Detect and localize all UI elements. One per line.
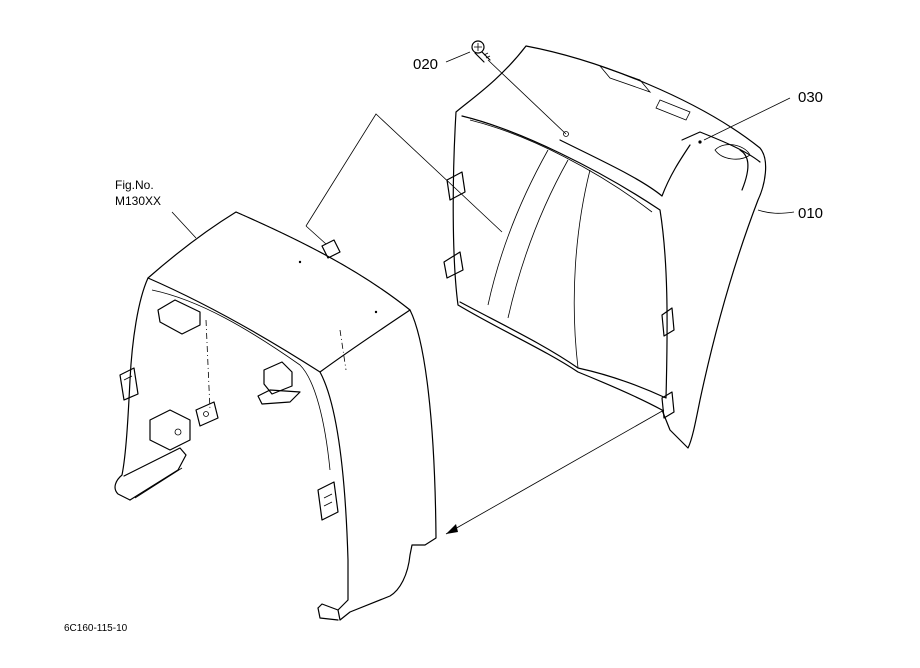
callout-020: 020 (413, 56, 438, 73)
fig-no-label: Fig.No. (115, 178, 154, 192)
callout-030: 030 (798, 89, 823, 106)
rear-cover-part (114, 211, 437, 621)
front-cover-part (443, 45, 767, 449)
callout-010: 010 (798, 205, 823, 222)
screw-part (471, 40, 491, 63)
fig-no-value: M130XX (115, 194, 161, 208)
leader-lines (305, 51, 795, 535)
drawing-code: 6C160-115-10 (64, 623, 128, 634)
